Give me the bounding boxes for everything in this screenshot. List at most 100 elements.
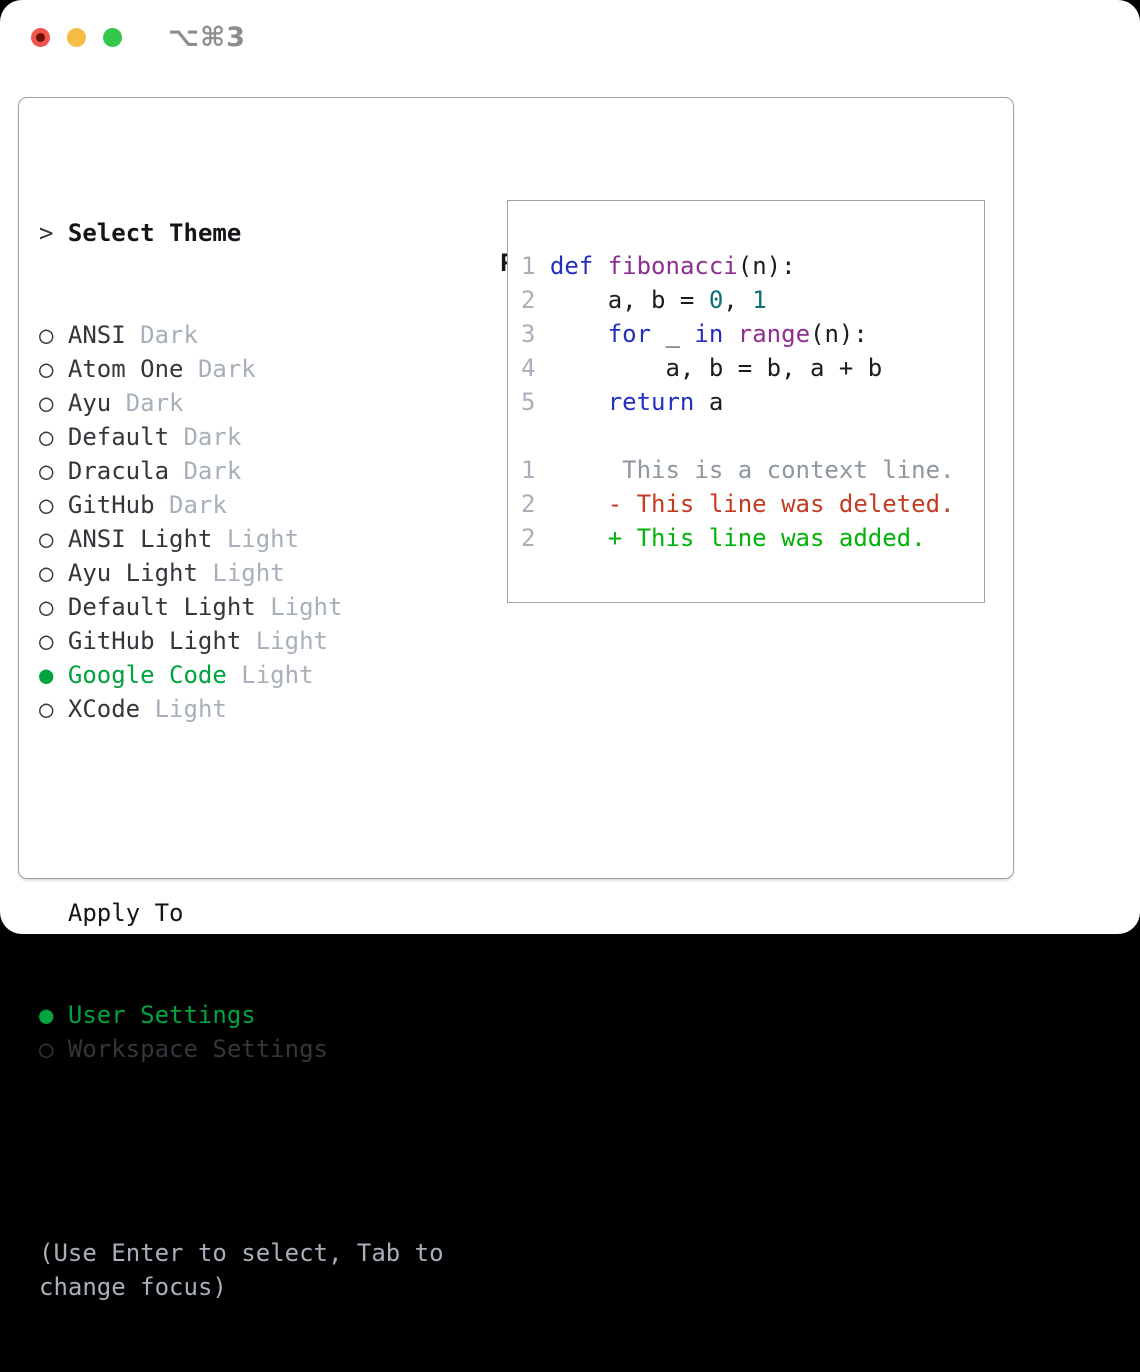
code-segment-plain — [550, 320, 608, 348]
theme-variant-label: Light — [154, 695, 227, 723]
app-window: ⌥⌘3 > Select Theme ○ ANSI Dark○ Atom One… — [0, 0, 1140, 1301]
preview-line: 1 This is a context line. — [521, 453, 974, 487]
theme-option-github[interactable]: ○ GitHub Dark — [39, 488, 444, 522]
theme-option-ayu[interactable]: ○ Ayu Dark — [39, 386, 444, 420]
theme-option-name: XCode — [53, 695, 155, 723]
unselected-radio-icon: ○ — [39, 559, 54, 587]
preview-line: 5 return a — [521, 385, 974, 419]
code-segment-kw: return — [607, 388, 695, 416]
apply-option-label: User Settings — [53, 1001, 256, 1029]
theme-option-name: ANSI — [53, 321, 141, 349]
theme-variant-label: Dark — [169, 491, 227, 519]
spacer — [39, 794, 444, 828]
selected-radio-icon: ● — [39, 661, 54, 689]
theme-variant-label: Dark — [183, 423, 242, 451]
theme-picker-panel: > Select Theme ○ ANSI Dark○ Atom One Dar… — [18, 97, 1014, 1301]
unselected-radio-icon: ○ — [39, 627, 54, 655]
theme-option-google-code[interactable]: ● Google Code Light — [39, 658, 444, 692]
line-number: 1 — [521, 252, 536, 280]
apply-option-workspace-settings[interactable]: ○ Workspace Settings — [39, 1032, 444, 1066]
line-number: 2 — [521, 286, 536, 314]
theme-variant-label: Dark — [125, 389, 184, 417]
line-number: 5 — [521, 388, 536, 416]
cursor-icon: > — [39, 219, 54, 247]
theme-list: ○ ANSI Dark○ Atom One Dark○ Ayu Dark○ De… — [39, 318, 444, 726]
code-segment-plain: , — [723, 286, 753, 314]
line-number: 2 — [521, 524, 536, 552]
preview-line: 2 + This line was added. — [521, 521, 974, 555]
close-button[interactable] — [30, 27, 50, 47]
code-segment-add: + This line was added. — [549, 524, 926, 552]
theme-option-name: Ayu Light — [53, 559, 213, 587]
preview-line: 2 a, b = 0, 1 — [521, 283, 974, 317]
theme-option-name: Default Light — [53, 593, 271, 621]
code-segment-plain: (n): — [810, 320, 868, 348]
code-segment-plain — [550, 388, 608, 416]
preview-line: 4 a, b = b, a + b — [521, 351, 974, 385]
code-segment-plain: a, b = — [549, 286, 709, 314]
help-text-line: (Use Enter to select, Tab to — [39, 1239, 444, 1267]
code-segment-fn: range — [737, 320, 811, 348]
theme-option-name: GitHub Light — [53, 627, 256, 655]
theme-option-name: Dracula — [53, 457, 184, 485]
theme-option-name: ANSI Light — [53, 525, 227, 553]
theme-option-xcode[interactable]: ○ XCode Light — [39, 692, 444, 726]
preview-line: 2 - This line was deleted. — [521, 487, 974, 521]
unselected-radio-icon: ○ — [39, 695, 54, 723]
theme-option-default-light[interactable]: ○ Default Light Light — [39, 590, 444, 624]
code-segment-plain: a — [694, 388, 724, 416]
line-number: 3 — [521, 320, 536, 348]
theme-variant-label: Light — [212, 559, 285, 587]
code-segment-del: - This line was deleted. — [549, 490, 955, 518]
code-segment-plain: (n): — [737, 252, 796, 280]
unselected-radio-icon: ○ — [39, 491, 54, 519]
code-segment-plain: _ — [651, 320, 695, 348]
theme-option-atom-one[interactable]: ○ Atom One Dark — [39, 352, 444, 386]
code-segment-kw: for — [607, 320, 652, 348]
minimize-button[interactable] — [66, 27, 86, 47]
theme-option-dracula[interactable]: ○ Dracula Dark — [39, 454, 444, 488]
unselected-radio-icon: ○ — [39, 525, 54, 553]
theme-option-ansi[interactable]: ○ ANSI Dark — [39, 318, 444, 352]
titlebar: ⌥⌘3 — [0, 0, 1140, 75]
theme-option-name: GitHub — [53, 491, 170, 519]
theme-option-ayu-light[interactable]: ○ Ayu Light Light — [39, 556, 444, 590]
code-segment-ctx: This is a context line. — [549, 456, 955, 484]
theme-variant-label: Light — [270, 593, 343, 621]
code-segment-plain: a, b = b, a + b — [549, 354, 883, 382]
window-shortcut-label: ⌥⌘3 — [168, 22, 246, 53]
close-button-indicator — [35, 32, 45, 42]
theme-variant-label: Light — [226, 525, 300, 553]
preview-line — [521, 419, 974, 453]
theme-option-default[interactable]: ○ Default Dark — [39, 420, 444, 454]
maximize-button[interactable] — [103, 27, 122, 47]
code-segment-fn: fibonacci — [607, 252, 738, 280]
code-segment-num: 0 — [708, 286, 724, 314]
code-segment-plain — [723, 320, 737, 348]
theme-option-name: Ayu — [53, 389, 126, 417]
apply-option-user-settings[interactable]: ● User Settings — [39, 998, 444, 1032]
unselected-radio-icon: ○ — [39, 593, 54, 621]
code-segment-plain — [593, 252, 607, 280]
theme-option-name: Google Code — [53, 661, 242, 689]
line-number: 4 — [521, 354, 536, 382]
theme-variant-label: Dark — [140, 321, 198, 349]
preview-line: 3 for _ in range(n): — [521, 317, 974, 351]
code-segment-kw: def — [549, 252, 594, 280]
apply-to-list: ● User Settings○ Workspace Settings — [39, 998, 444, 1066]
unselected-radio-icon: ○ — [39, 355, 54, 383]
theme-option-ansi-light[interactable]: ○ ANSI Light Light — [39, 522, 444, 556]
apply-to-header: Apply To — [67, 899, 184, 927]
theme-option-github-light[interactable]: ○ GitHub Light Light — [39, 624, 444, 658]
theme-option-name: Default — [53, 423, 184, 451]
select-theme-header: > Select Theme — [39, 216, 444, 250]
selected-radio-icon: ● — [39, 1001, 54, 1029]
unselected-radio-icon: ○ — [39, 389, 54, 417]
unselected-radio-icon: ○ — [39, 457, 54, 485]
unselected-radio-icon: ○ — [39, 1035, 54, 1063]
line-number: 2 — [521, 490, 536, 518]
unselected-radio-icon: ○ — [39, 321, 54, 349]
